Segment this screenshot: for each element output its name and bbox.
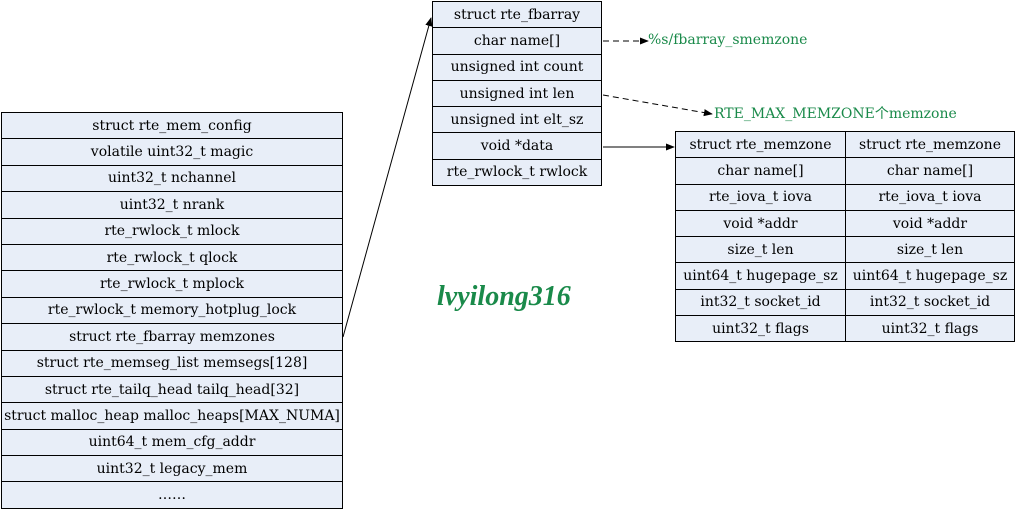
- rte-memzone-struct-1: struct rte_memzone char name[] rte_iova_…: [675, 131, 846, 343]
- memzone-row: void *addr: [675, 209, 846, 238]
- memzone-row: struct rte_memzone: [845, 131, 1015, 159]
- mem-config-row: struct malloc_heap malloc_heaps[MAX_NUMA…: [1, 402, 343, 430]
- mem-config-row: uint32_t legacy_mem: [1, 455, 343, 483]
- fbarray-row: struct rte_fbarray: [432, 1, 602, 29]
- fbarray-row: unsigned int elt_sz: [432, 106, 602, 134]
- memzone-row: void *addr: [845, 209, 1015, 238]
- memzone-row: uint64_t hugepage_sz: [675, 262, 846, 290]
- fbarray-row: unsigned int count: [432, 53, 602, 81]
- mem-config-row: uint32_t nchannel: [1, 164, 343, 193]
- mem-config-row: struct rte_mem_config: [1, 112, 343, 140]
- memzone-row: int32_t socket_id: [845, 288, 1015, 317]
- len-dashed-arrow: [602, 94, 713, 117]
- mem-config-row-memzones: struct rte_fbarray memzones: [1, 323, 343, 351]
- rte-mem-config-struct: struct rte_mem_config volatile uint32_t …: [1, 112, 343, 509]
- mem-config-row: rte_rwlock_t mlock: [1, 217, 343, 245]
- name-format-annotation: %s/fbarray_smemzone: [648, 32, 808, 48]
- mem-config-row: rte_rwlock_t qlock: [1, 243, 343, 272]
- memzone-row: size_t len: [845, 236, 1015, 264]
- memzone-row: struct rte_memzone: [675, 131, 846, 159]
- rte-memzone-struct-2: struct rte_memzone char name[] rte_iova_…: [845, 131, 1015, 343]
- memzones-to-fbarray-arrow: [342, 17, 433, 338]
- max-memzone-annotation: RTE_MAX_MEMZONE个memzone: [714, 106, 957, 122]
- mem-config-row: struct rte_memseg_list memsegs[128]: [1, 349, 343, 377]
- fbarray-row-name: char name[]: [432, 27, 602, 55]
- memzone-row: uint32_t flags: [845, 315, 1015, 343]
- memzone-row: int32_t socket_id: [675, 288, 846, 317]
- author-watermark: lvyilong316: [437, 281, 571, 312]
- rte-fbarray-struct: struct rte_fbarray char name[] unsigned …: [432, 1, 602, 187]
- mem-config-row-ellipsis: ……: [1, 481, 343, 509]
- mem-config-row: uint64_t mem_cfg_addr: [1, 428, 343, 457]
- mem-config-row: rte_rwlock_t mplock: [1, 270, 343, 298]
- fbarray-row: rte_rwlock_t rwlock: [432, 158, 602, 187]
- fbarray-row-data: void *data: [432, 132, 602, 160]
